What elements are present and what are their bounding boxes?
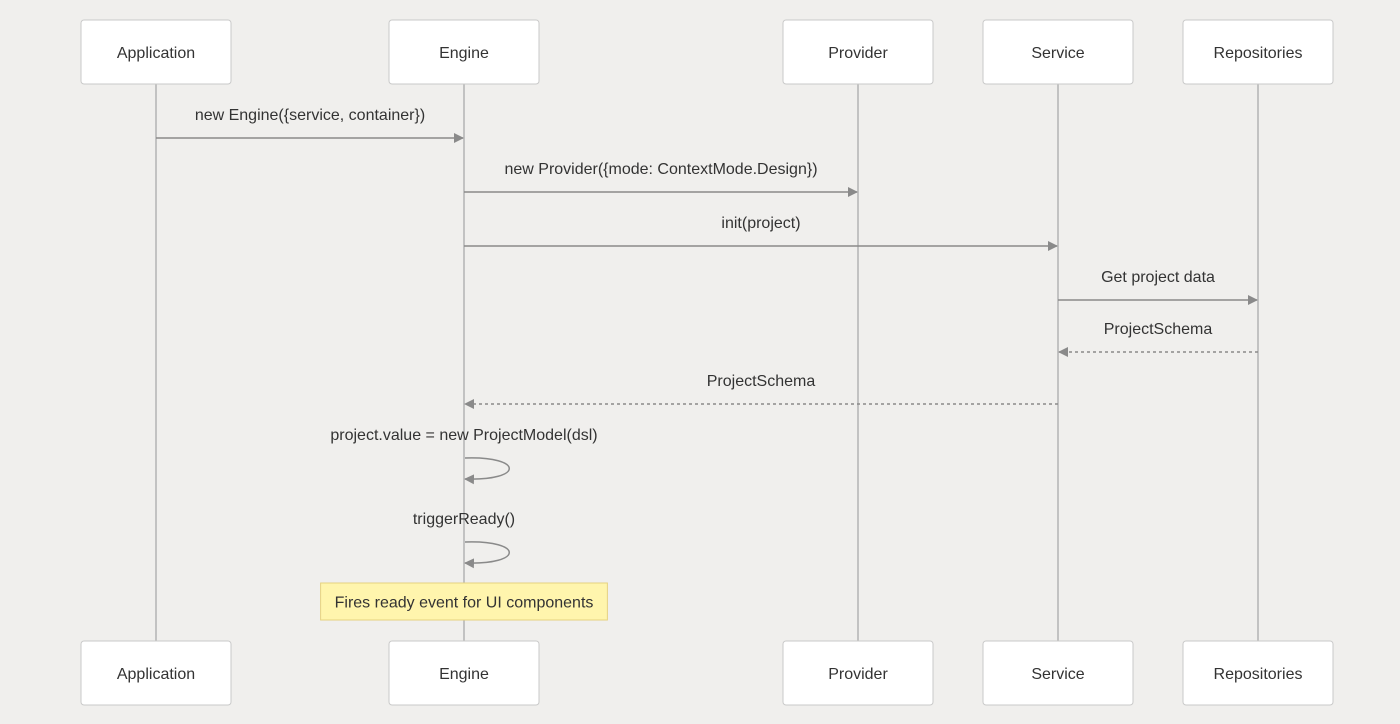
message-label: new Engine({service, container})	[195, 107, 425, 124]
participant-label: Engine	[439, 666, 489, 683]
message-6: ProjectSchema	[464, 373, 1058, 409]
participant-label: Provider	[828, 45, 888, 62]
participant-box	[80, 640, 232, 706]
message-2: new Provider({mode: ContextMode.Design})	[464, 161, 858, 197]
message-label: init(project)	[721, 215, 800, 232]
participant-service-top: Service	[982, 19, 1134, 85]
participant-box	[388, 640, 540, 706]
participant-box	[982, 640, 1134, 706]
participant-repositories-bottom: Repositories	[1182, 640, 1334, 706]
participant-box	[1182, 640, 1334, 706]
participant-label: Application	[117, 666, 195, 683]
participant-application-bottom: Application	[80, 640, 232, 706]
participant-box	[782, 19, 934, 85]
participant-label: Repositories	[1214, 666, 1303, 683]
participant-label: Engine	[439, 45, 489, 62]
message-4: Get project data	[1058, 269, 1258, 305]
participant-label: Repositories	[1214, 45, 1303, 62]
participant-service-bottom: Service	[982, 640, 1134, 706]
message-label: triggerReady()	[413, 511, 515, 528]
message-3: init(project)	[464, 215, 1058, 251]
participant-label: Service	[1031, 666, 1084, 683]
participant-label: Provider	[828, 666, 888, 683]
participant-box	[982, 19, 1134, 85]
message-label: Get project data	[1101, 269, 1215, 286]
self-call-arrow	[464, 457, 510, 485]
message-1: new Engine({service, container})	[156, 107, 464, 143]
message-8: triggerReady()	[413, 511, 515, 569]
message-5: ProjectSchema	[1058, 321, 1258, 357]
participant-provider-top: Provider	[782, 19, 934, 85]
participant-engine-top: Engine	[388, 19, 540, 85]
self-call-arrow	[464, 541, 510, 569]
participant-box	[782, 640, 934, 706]
participant-provider-bottom: Provider	[782, 640, 934, 706]
note-box	[320, 582, 608, 621]
note-label: Fires ready event for UI components	[335, 595, 594, 612]
note-engine: Fires ready event for UI components	[320, 582, 608, 621]
message-label: project.value = new ProjectModel(dsl)	[330, 427, 597, 444]
participant-repositories-top: Repositories	[1182, 19, 1334, 85]
participant-label: Application	[117, 45, 195, 62]
participant-engine-bottom: Engine	[388, 640, 540, 706]
message-label: new Provider({mode: ContextMode.Design})	[504, 161, 817, 178]
participant-box	[1182, 19, 1334, 85]
participant-box	[388, 19, 540, 85]
participant-box	[80, 19, 232, 85]
participant-label: Service	[1031, 45, 1084, 62]
participant-application-top: Application	[80, 19, 232, 85]
message-label: ProjectSchema	[707, 373, 816, 390]
message-7: project.value = new ProjectModel(dsl)	[330, 427, 598, 485]
message-label: ProjectSchema	[1104, 321, 1213, 338]
